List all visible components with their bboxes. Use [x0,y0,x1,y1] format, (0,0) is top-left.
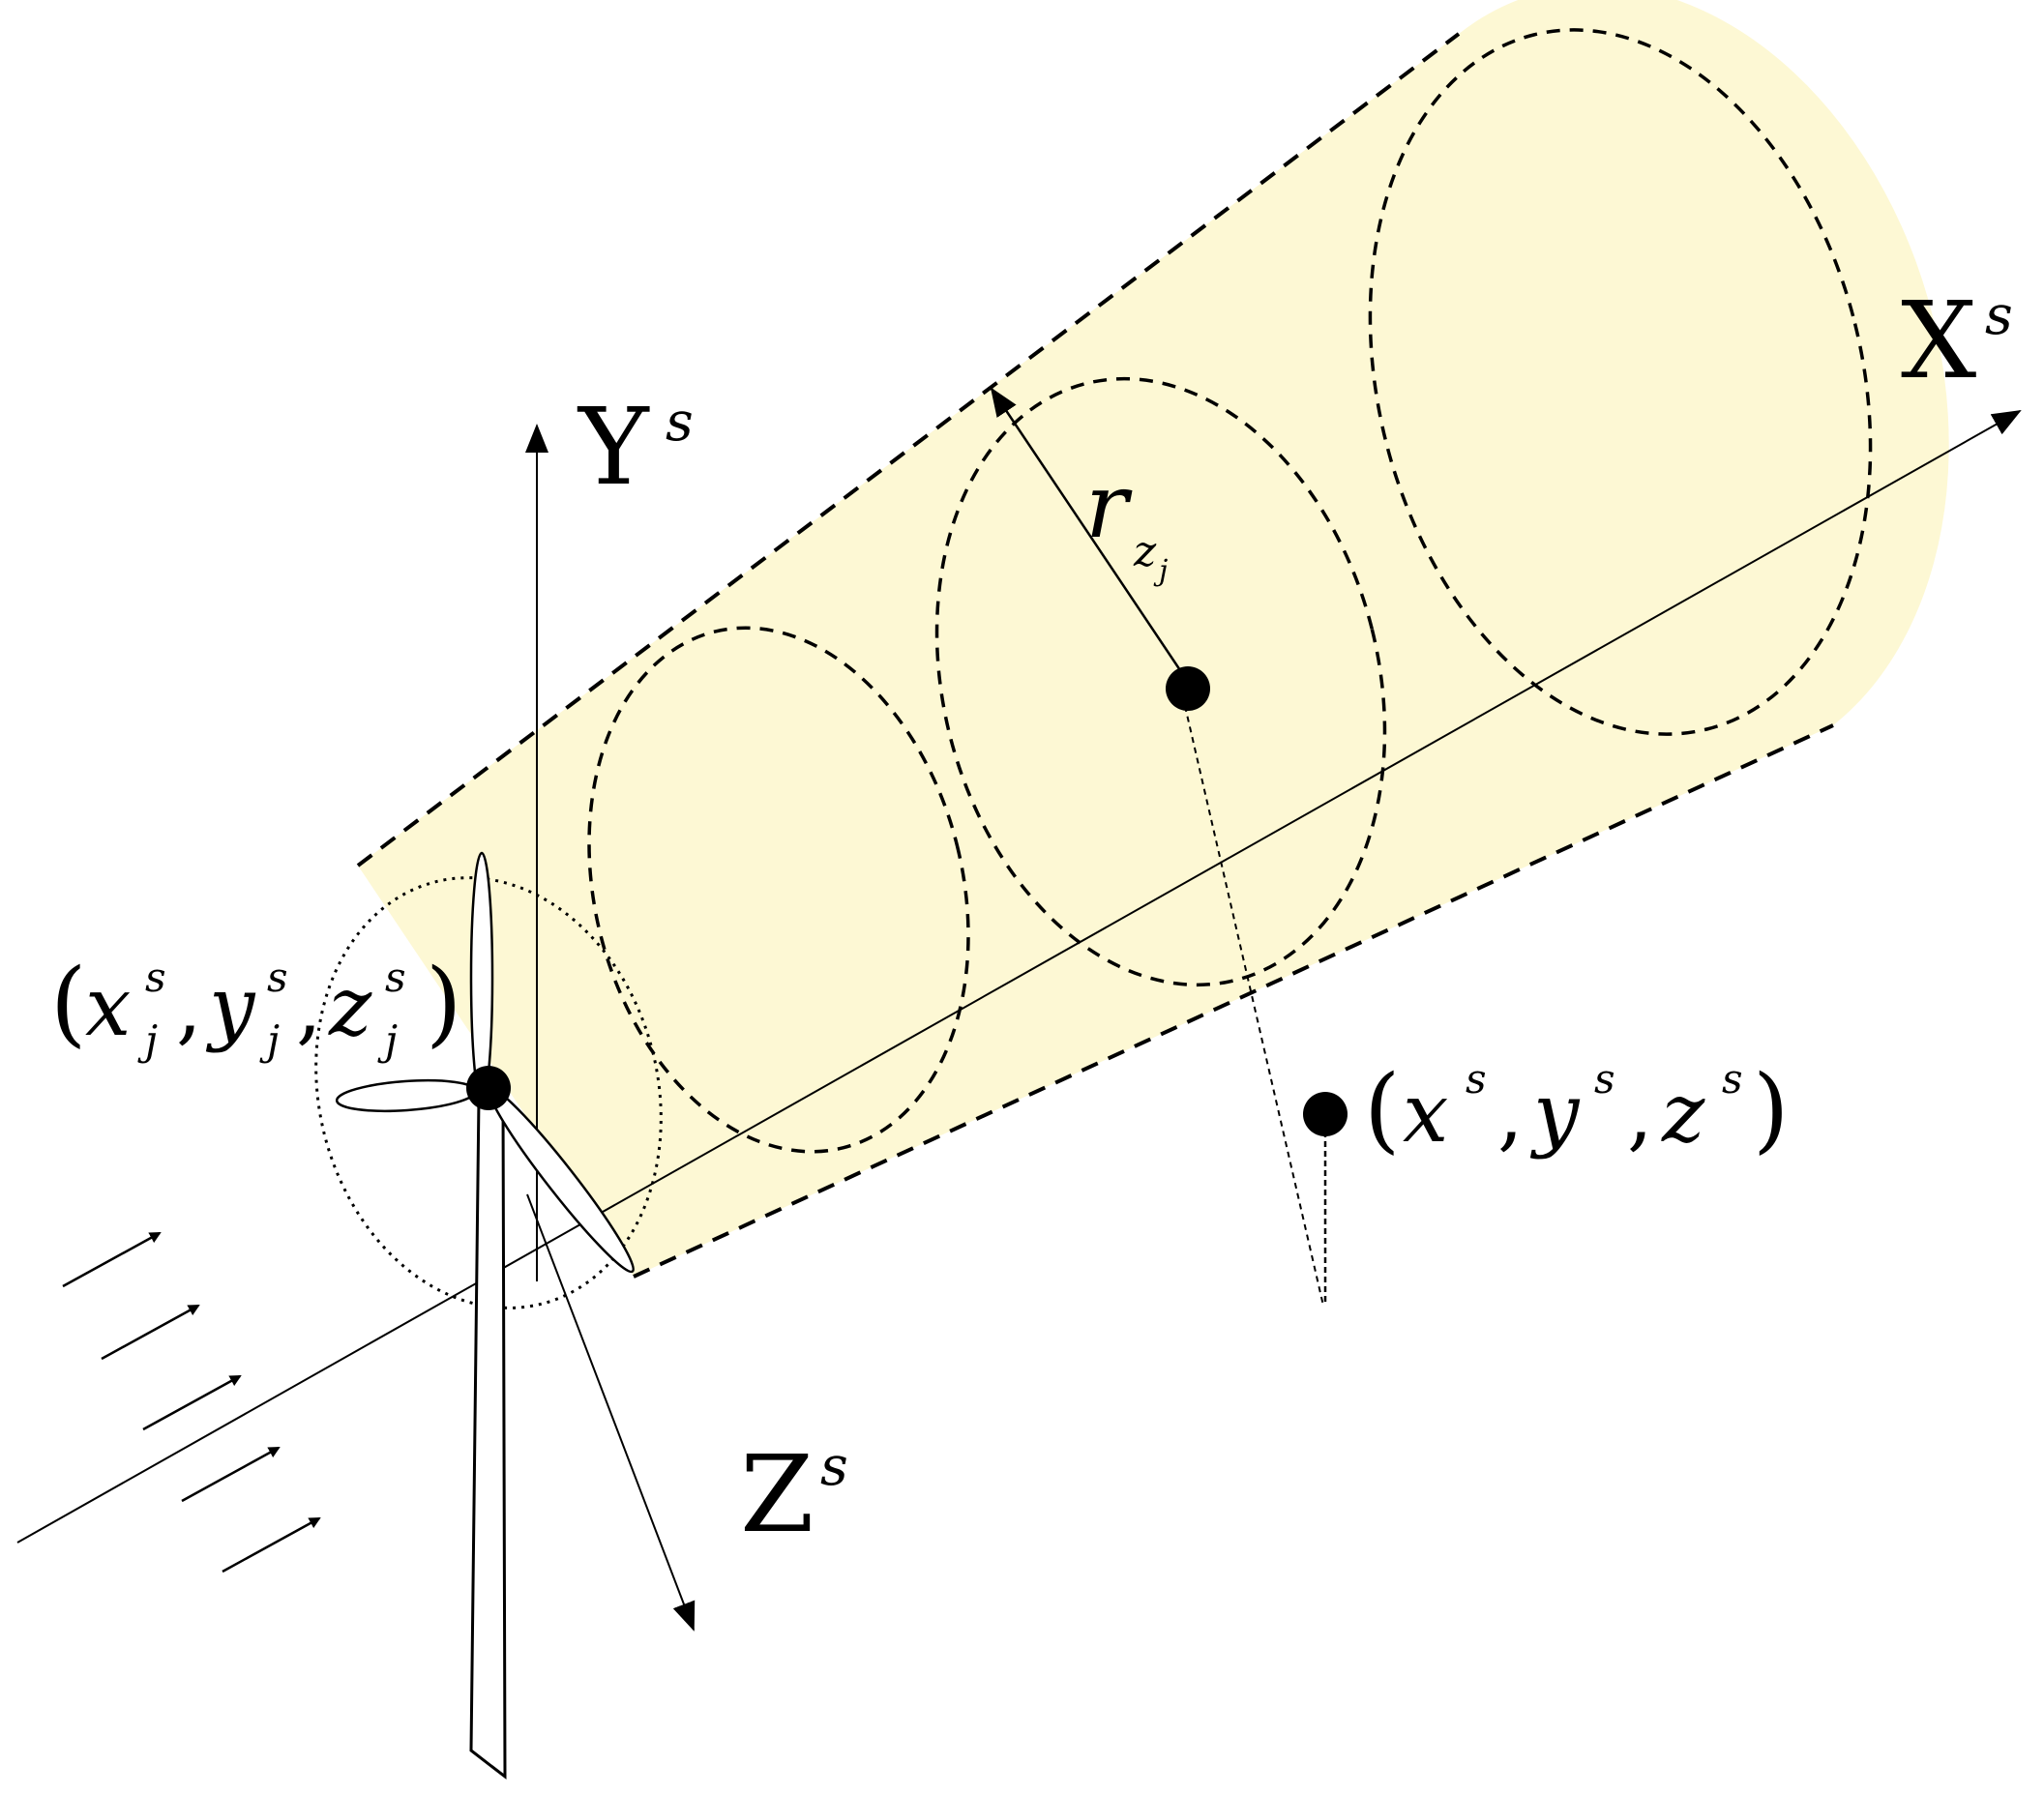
svg-text:Y: Y [577,385,650,509]
svg-text:y: y [1529,1066,1581,1161]
svg-text:j: j [259,1016,280,1064]
svg-text:s: s [267,954,288,1001]
turbine-point-label: ( x s j , y s j , z s j ) [50,949,461,1064]
svg-text:s: s [145,954,166,1001]
projection-line-1 [1184,705,1324,1307]
svg-text:,: , [1497,1066,1524,1161]
svg-text:x: x [1403,1066,1448,1161]
turbine-hub-point [466,1066,511,1110]
svg-text:z: z [1661,1066,1705,1161]
svg-text:x: x [85,959,131,1054]
svg-text:(: ( [1364,1055,1400,1163]
wake-section-3 [1368,28,1873,736]
query-point-label: ( x s , y s , z s ) [1364,1055,1789,1163]
wake-end-disc [1370,29,1871,735]
svg-text:y: y [205,959,256,1054]
wake-section-2 [934,376,1387,987]
rotor-disc [314,876,663,1309]
svg-text:): ) [1753,1055,1789,1163]
query-point [1303,1092,1348,1136]
svg-text:s: s [1466,1055,1487,1103]
x-axis-line [16,410,2022,1544]
y-axis-label: Y s [577,385,694,509]
svg-text:s: s [820,1435,848,1498]
radius-arrow [990,387,1190,683]
svg-text:j: j [377,1016,398,1064]
z-axis-label: Z s [740,1432,848,1556]
wake-section-1 [587,626,970,1154]
svg-text:,: , [176,959,202,1054]
svg-text:s: s [385,954,406,1001]
svg-text:s: s [1985,284,2013,347]
svg-text:z: z [1133,527,1157,576]
wake-edge-bottom [633,723,1834,1279]
wind-arrow-icon [62,1231,321,1573]
svg-text:): ) [426,949,461,1057]
svg-text:j: j [137,1016,158,1064]
svg-text:s: s [666,391,694,454]
wake-center-point [1166,666,1210,711]
svg-text:s: s [1594,1055,1615,1103]
svg-text:(: ( [50,949,86,1057]
svg-text:Z: Z [740,1432,814,1556]
svg-text:X: X [1901,279,1976,402]
z-axis-line [526,1193,696,1632]
svg-text:z: z [328,959,372,1054]
svg-text:,: , [1627,1066,1653,1161]
x-axis-label: X s [1901,279,2013,402]
svg-text:s: s [1722,1055,1743,1103]
wind-turbine-icon [335,851,635,1780]
svg-text:r: r [1085,455,1133,558]
svg-text:,: , [296,959,322,1054]
